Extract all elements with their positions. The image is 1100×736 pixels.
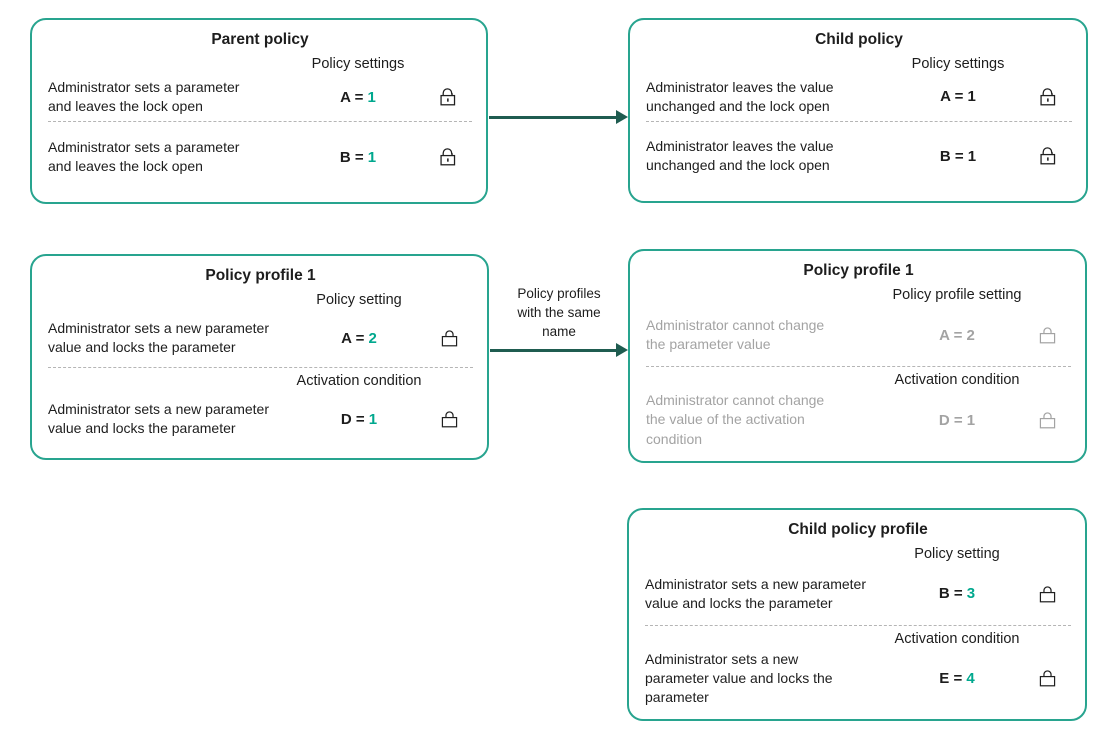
parameter-number: 2	[966, 326, 975, 344]
parameter-name: A =	[341, 329, 365, 347]
parameter-value: B = 1	[940, 148, 976, 165]
arrow-label: Policy profiles with the same name	[517, 286, 601, 339]
parameter-number: 3	[966, 585, 976, 603]
box-title: Parent policy	[211, 31, 309, 48]
parent-policy-box: Parent policy Policy settings Administra…	[30, 18, 488, 204]
activation-condition-row: Activation condition Administrator sets …	[645, 624, 1071, 710]
section-header: Activation condition	[296, 373, 422, 389]
section-header: Policy settings	[911, 56, 1005, 72]
box-title: Policy profile 1	[205, 267, 316, 284]
row-description: Administrator leaves the value unchanged…	[646, 138, 834, 174]
row-description: Administrator sets a new parameter value…	[48, 319, 269, 355]
parameter-name: B =	[339, 148, 364, 166]
parameter-name: A =	[340, 88, 364, 106]
section-header: Activation condition	[894, 372, 1020, 388]
parameter-number: 1	[966, 411, 976, 429]
row-description: Administrator sets a new parameter value…	[645, 650, 833, 705]
parameter-number: 1	[367, 88, 376, 106]
row-description: Administrator sets a parameter and leave…	[48, 138, 240, 174]
box-title: Child policy	[815, 31, 903, 48]
parameter-name: B =	[938, 585, 963, 603]
parameter-value: D = 1	[341, 411, 377, 428]
row-description: Administrator sets a new parameter value…	[645, 575, 866, 611]
parameter-value: D = 1	[939, 412, 975, 429]
activation-condition-row: Activation condition Administrator canno…	[646, 366, 1071, 451]
parameter-number: 4	[966, 669, 975, 687]
lock-open-icon	[439, 86, 457, 108]
arrow-shaft	[490, 348, 616, 352]
parameter-value: E = 4	[939, 670, 974, 687]
parameter-value: A = 2	[939, 327, 975, 344]
box-title: Child policy profile	[788, 521, 928, 538]
section-header: Policy setting	[914, 546, 1000, 562]
row-description: Administrator cannot change the value of…	[646, 392, 825, 447]
row-description: Administrator sets a new parameter value…	[48, 400, 269, 436]
parameter-number: 1	[967, 88, 976, 106]
lock-open-icon	[1039, 145, 1057, 167]
parameter-name: D =	[340, 410, 365, 428]
section-header: Policy settings	[311, 56, 405, 72]
lock-closed-icon	[1039, 584, 1056, 604]
parameter-value: A = 1	[340, 89, 376, 106]
lock-closed-icon	[1039, 325, 1056, 345]
parameter-number: 1	[367, 148, 377, 166]
parameter-value: A = 2	[341, 330, 377, 347]
parameter-name: A =	[940, 88, 964, 106]
activation-condition-row: Activation condition Administrator sets …	[48, 367, 473, 448]
parameter-value: B = 1	[340, 149, 376, 166]
parameter-value: A = 1	[940, 88, 976, 105]
parameter-name: A =	[939, 326, 963, 344]
lock-open-icon	[1039, 86, 1057, 108]
parameter-name: E =	[939, 669, 963, 687]
child-policy-box: Child policy Policy settings Administrat…	[628, 18, 1088, 203]
parameter-name: B =	[939, 147, 964, 165]
section-header: Policy profile setting	[892, 287, 1022, 303]
box-title: Policy profile 1	[803, 262, 914, 279]
policy-setting-row: Policy settings Administrator leaves the…	[646, 51, 1072, 121]
policy-setting-row: Policy setting Administrator sets a new …	[48, 287, 473, 367]
row-description: Administrator leaves the value unchanged…	[646, 78, 834, 114]
policy-setting-row: Policy setting Administrator sets a new …	[645, 541, 1071, 625]
parameter-number: 2	[368, 329, 377, 347]
parameter-number: 1	[368, 410, 378, 428]
arrow-shaft	[489, 115, 616, 119]
parameter-number: 1	[967, 147, 977, 165]
arrow-head-icon	[616, 110, 628, 124]
row-description: Administrator sets a parameter and leave…	[48, 78, 240, 114]
lock-closed-icon	[441, 328, 458, 348]
parameter-value: B = 3	[939, 585, 975, 602]
section-header: Policy setting	[316, 292, 402, 308]
policy-setting-row: Policy settings Administrator sets a par…	[48, 51, 472, 121]
lock-closed-icon	[1039, 410, 1056, 430]
parameter-name: D =	[938, 411, 963, 429]
row-description: Administrator cannot change the paramete…	[646, 316, 825, 352]
inheritance-arrow	[489, 109, 628, 125]
profiles-same-name-arrow	[490, 342, 628, 358]
arrow-head-icon	[616, 343, 628, 357]
section-header: Activation condition	[894, 630, 1020, 647]
policy-profile-1-inherited-box: Policy profile 1 Policy profile setting …	[628, 249, 1087, 463]
policy-setting-row: Administrator sets a parameter and leave…	[48, 121, 472, 192]
lock-closed-icon	[441, 409, 458, 429]
lock-open-icon	[439, 146, 457, 168]
child-policy-profile-box: Child policy profile Policy setting Admi…	[627, 508, 1087, 721]
policy-setting-row: Policy profile setting Administrator can…	[646, 282, 1071, 366]
lock-closed-icon	[1039, 668, 1056, 688]
policy-setting-row: Administrator leaves the value unchanged…	[646, 120, 1072, 192]
policy-profile-1-source-box: Policy profile 1 Policy setting Administ…	[30, 254, 489, 460]
